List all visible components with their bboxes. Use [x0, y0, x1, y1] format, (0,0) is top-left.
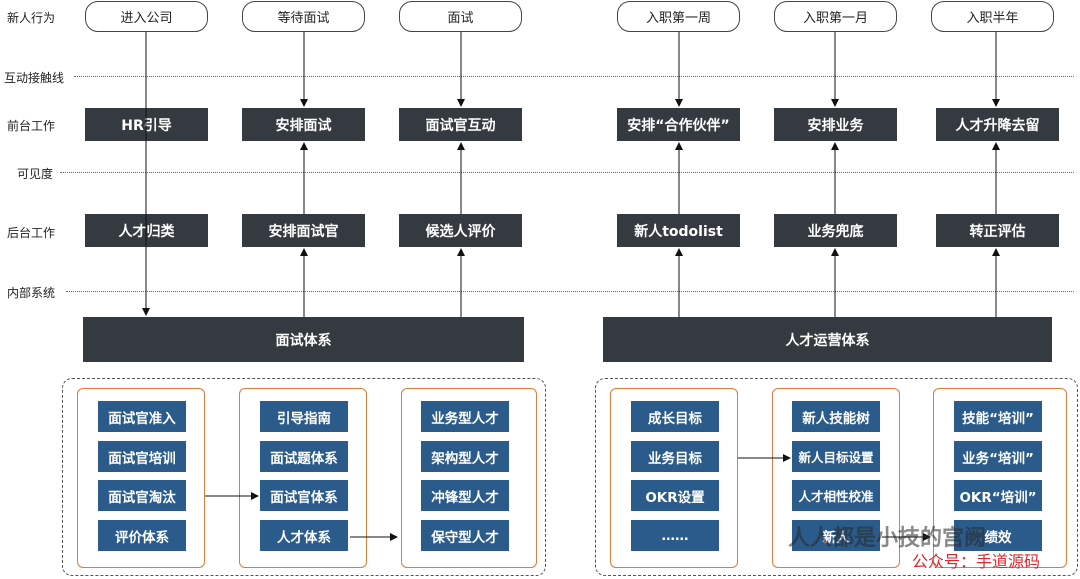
back-box-new-todolist: 新人todolist	[617, 214, 740, 247]
touchline-divider	[74, 76, 1074, 77]
row-label-front: 前台工作	[7, 119, 56, 133]
watermark-account: 公众号：手道源码	[912, 552, 1041, 571]
system-bar-interview: 面试体系	[83, 317, 524, 362]
front-box-arrange-partner: 安排“合作伙伴”	[617, 108, 740, 141]
left-col2-item: 面试官体系	[260, 480, 348, 511]
front-box-arrange-business: 安排业务	[774, 108, 897, 141]
front-box-talent-decision: 人才升降去留	[936, 108, 1059, 141]
back-box-arrange-interviewer: 安排面试官	[242, 214, 365, 247]
left-col3-item: 冲锋型人才	[421, 480, 509, 511]
watermark-channel-name: 人人都是小技的宫阙	[788, 526, 987, 551]
left-col1-item: 面试官准入	[98, 401, 186, 432]
left-col1-item: 面试官淘汰	[98, 480, 186, 511]
left-col2-item: 引导指南	[260, 401, 348, 432]
right-col2-item: 新人目标设置	[792, 441, 880, 472]
front-box-arrange-interview: 安排面试	[242, 108, 365, 141]
right-col2-item: 新人	[792, 520, 880, 551]
right-col1-item: 成长目标	[631, 401, 719, 432]
right-col1-item: OKR设置	[631, 480, 719, 511]
front-box-interviewer-interaction: 面试官互动	[399, 108, 522, 141]
right-col1-item: ……	[631, 520, 719, 551]
talent-ops-detail-group	[595, 378, 1078, 576]
left-col3-item: 业务型人才	[421, 401, 509, 432]
row-label-back: 后台工作	[7, 226, 56, 240]
back-box-talent-classify: 人才归类	[85, 214, 208, 247]
row-label-touchline: 互动接触线	[4, 71, 65, 85]
behavior-pill-wait-interview: 等待面试	[242, 1, 365, 32]
left-col3-item: 架构型人才	[421, 441, 509, 472]
behavior-pill-half-year: 入职半年	[931, 1, 1054, 32]
front-box-hr-guide: HR引导	[85, 108, 208, 141]
internal-divider	[66, 291, 1074, 292]
left-col1-item: 评价体系	[98, 520, 186, 551]
row-label-behavior: 新人行为	[7, 11, 56, 25]
back-box-regularization-review: 转正评估	[936, 214, 1059, 247]
left-col2-item: 面试题体系	[260, 441, 348, 472]
system-bar-talent-operations: 人才运营体系	[603, 317, 1052, 362]
left-col2-item: 人才体系	[260, 520, 348, 551]
right-col2-item: 新人技能树	[792, 401, 880, 432]
right-col3-item: OKR“培训”	[954, 480, 1042, 511]
interview-system-detail-group	[62, 378, 546, 576]
behavior-pill-interview: 面试	[399, 1, 522, 32]
right-col3-item: 业务“培训”	[954, 441, 1042, 472]
left-col3-item: 保守型人才	[421, 520, 509, 551]
back-box-business-backup: 业务兜底	[774, 214, 897, 247]
behavior-pill-week1: 入职第一周	[617, 1, 740, 32]
right-col3-item: 技能“培训”	[954, 401, 1042, 432]
row-label-internal: 内部系统	[7, 286, 56, 300]
behavior-pill-join: 进入公司	[85, 1, 208, 32]
left-col1-item: 面试官培训	[98, 441, 186, 472]
back-box-candidate-evaluation: 候选人评价	[399, 214, 522, 247]
visibility-divider	[60, 172, 1074, 173]
right-col1-item: 业务目标	[631, 441, 719, 472]
behavior-pill-month1: 入职第一月	[774, 1, 897, 32]
right-col3-item: 绩效	[954, 520, 1042, 551]
row-label-visibility: 可见度	[17, 167, 54, 181]
right-col2-item: 人才相性校准	[792, 480, 880, 511]
